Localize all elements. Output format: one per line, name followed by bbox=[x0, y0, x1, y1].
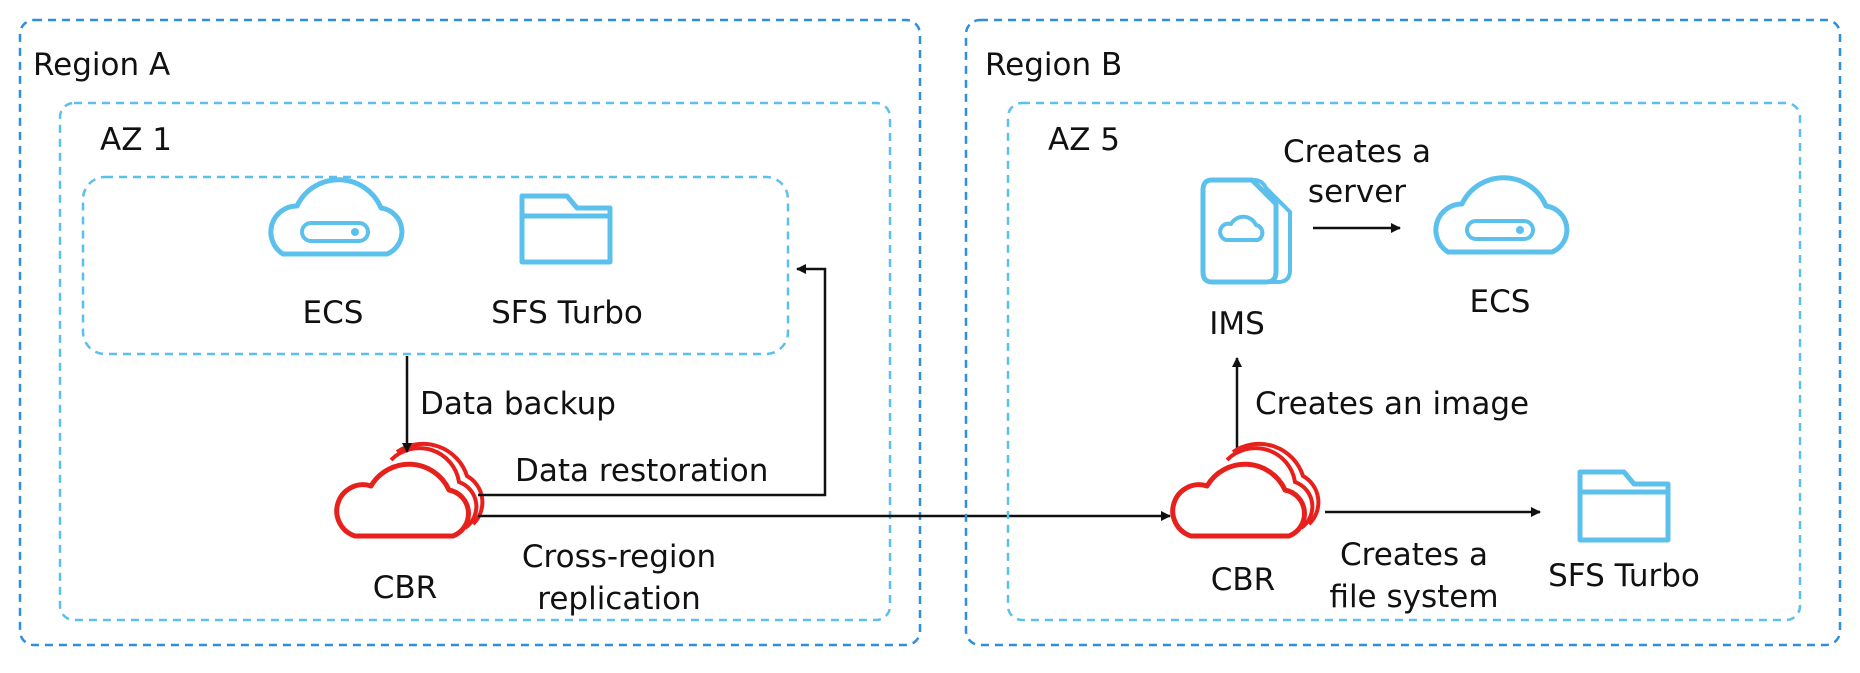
cbr-cloud-icon bbox=[334, 441, 485, 539]
sfs-turbo-b-label: SFS Turbo bbox=[1548, 558, 1700, 594]
creates-image-label: Creates an image bbox=[1255, 386, 1529, 422]
creates-server-label-line2: server bbox=[1308, 174, 1406, 210]
az-1: AZ 1 ECS SFS Turbo CBR bbox=[58, 101, 892, 622]
restore-arrow bbox=[478, 264, 827, 497]
region-a: Region A AZ 1 ECS SFS Turbo bbox=[18, 18, 922, 647]
creates-fs-label-line1: Creates a bbox=[1340, 537, 1488, 573]
az-1-label: AZ 1 bbox=[100, 122, 172, 158]
az-5: AZ 5 IMS Creates a server ECS Creates an… bbox=[1006, 101, 1802, 622]
region-b-label: Region B bbox=[985, 47, 1122, 83]
az-5-border bbox=[1006, 101, 1802, 622]
ecs-label: ECS bbox=[303, 295, 364, 331]
replication-label-line1: Cross-region bbox=[522, 539, 716, 575]
resource-group-border bbox=[81, 175, 790, 356]
folder-icon bbox=[1577, 469, 1671, 543]
ecs-b-label: ECS bbox=[1470, 284, 1531, 320]
ims-label: IMS bbox=[1209, 306, 1265, 342]
folder-icon bbox=[519, 193, 613, 265]
cbr-cloud-icon bbox=[1170, 441, 1321, 539]
az-1-border bbox=[58, 101, 892, 622]
restore-label: Data restoration bbox=[515, 453, 768, 489]
creates-server-label-line1: Creates a bbox=[1283, 134, 1431, 170]
ims-image-icon bbox=[1200, 177, 1292, 285]
cbr-b-label: CBR bbox=[1211, 562, 1275, 598]
cbr-label: CBR bbox=[373, 570, 437, 606]
sfs-turbo-label: SFS Turbo bbox=[491, 295, 643, 331]
region-a-border bbox=[18, 18, 922, 647]
backup-label: Data backup bbox=[420, 386, 616, 422]
ecs-cloud-icon bbox=[268, 177, 405, 257]
creates-fs-label-line2: file system bbox=[1329, 579, 1498, 615]
region-b-border bbox=[964, 18, 1842, 647]
az-5-label: AZ 5 bbox=[1048, 122, 1120, 158]
region-b: Region B AZ 5 IMS Creates a server ECS bbox=[964, 18, 1842, 647]
ecs-cloud-icon bbox=[1433, 175, 1570, 255]
region-a-label: Region A bbox=[33, 47, 170, 83]
replication-label-line2: replication bbox=[537, 581, 700, 617]
